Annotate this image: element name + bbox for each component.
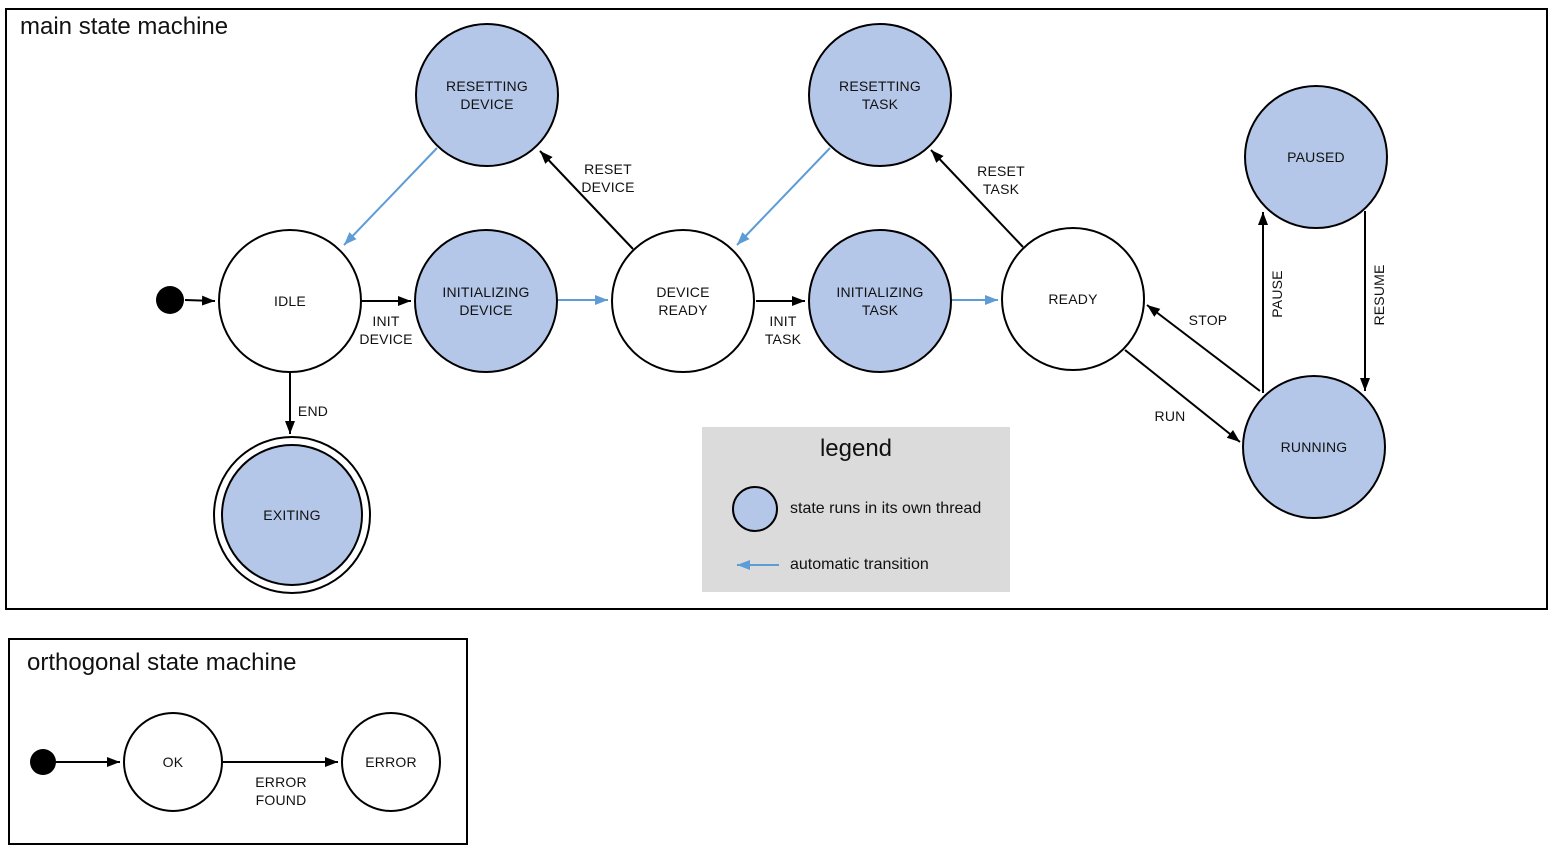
state-initializing-device: INITIALIZING DEVICE: [414, 229, 558, 373]
state-device-ready: DEVICE READY: [611, 229, 755, 373]
transition-reset-task-label: RESET TASK: [977, 162, 1025, 197]
state-idle-label: IDLE: [274, 292, 306, 309]
transition-run-label: RUN: [1154, 407, 1186, 424]
state-paused-label: PAUSED: [1287, 148, 1345, 165]
legend-automatic-label: automatic transition: [790, 556, 929, 573]
transition-error-found-label: ERROR FOUND: [255, 773, 307, 808]
main-panel-title: main state machine: [20, 13, 229, 40]
state-idle: IDLE: [218, 229, 362, 373]
legend-box: legend state runs in its own thread auto…: [702, 427, 1010, 592]
transition-init-device-label: INIT DEVICE: [359, 312, 413, 347]
orthogonal-initial-state-dot: [30, 749, 56, 775]
main-initial-state-dot: [156, 286, 184, 314]
state-error: ERROR: [341, 712, 441, 812]
transition-init-task-label: INIT TASK: [764, 312, 802, 347]
state-initializing-task: INITIALIZING TASK: [808, 229, 952, 373]
transition-pause-label: PAUSE: [1268, 270, 1285, 318]
state-ok: OK: [123, 712, 223, 812]
legend-title: legend: [819, 435, 893, 462]
state-resetting-device: RESETTING DEVICE: [415, 23, 559, 167]
state-paused: PAUSED: [1244, 85, 1388, 229]
transition-resume-label: RESUME: [1370, 264, 1387, 326]
state-error-label: ERROR: [365, 753, 417, 770]
orthogonal-panel-title: orthogonal state machine: [27, 649, 297, 676]
state-running: RUNNING: [1242, 375, 1386, 519]
state-ready: READY: [1001, 227, 1145, 371]
state-resetting-task-label: RESETTING TASK: [839, 77, 921, 112]
state-device-ready-label: DEVICE READY: [656, 283, 710, 318]
state-ok-label: OK: [162, 753, 184, 770]
transition-stop-label: STOP: [1188, 311, 1228, 328]
state-resetting-task: RESETTING TASK: [808, 23, 952, 167]
state-exiting-label: EXITING: [263, 506, 321, 523]
state-exiting: EXITING: [213, 436, 371, 594]
legend-threaded-label: state runs in its own thread: [790, 500, 982, 517]
state-running-label: RUNNING: [1280, 438, 1348, 455]
threaded-state-sample-icon: [732, 486, 778, 532]
state-initializing-task-label: INITIALIZING TASK: [836, 283, 924, 318]
transition-reset-device-label: RESET DEVICE: [581, 160, 635, 195]
state-ready-label: READY: [1048, 290, 1098, 307]
state-initializing-device-label: INITIALIZING DEVICE: [442, 283, 530, 318]
state-exiting-inner-ring: EXITING: [221, 444, 363, 586]
state-resetting-device-label: RESETTING DEVICE: [446, 77, 528, 112]
transition-end-label: END: [297, 402, 329, 419]
